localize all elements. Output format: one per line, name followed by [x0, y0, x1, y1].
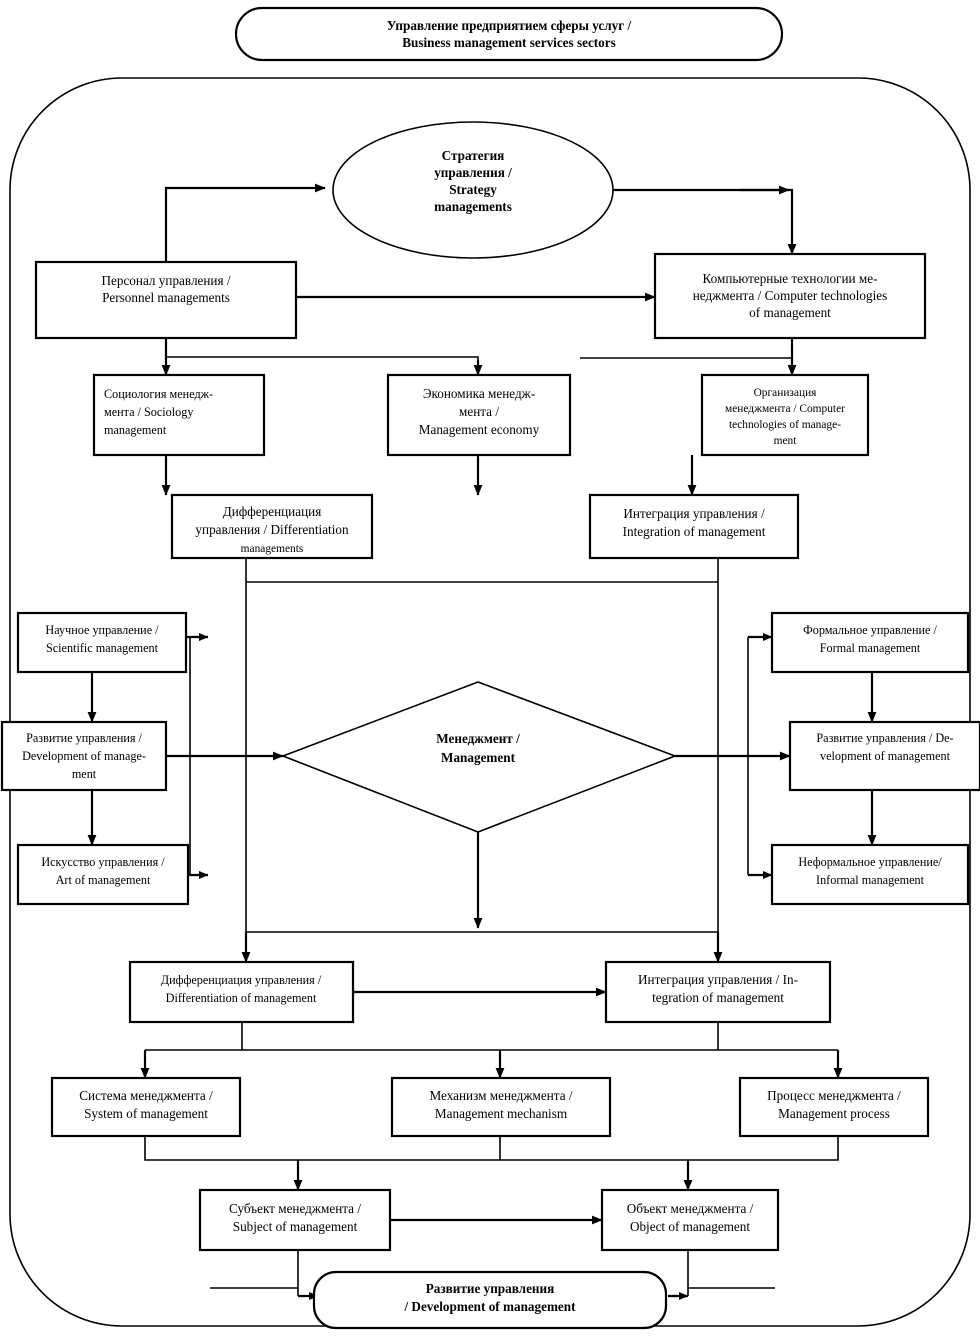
text-layer: Управление предприятием сферы услуг / Bu… — [22, 18, 954, 1314]
strategy-line2: управления / — [434, 165, 512, 180]
differentiation-lower-box — [128, 960, 355, 1024]
computer-line2: неджмента / Computer technologies — [693, 288, 888, 303]
differentiation-upper-line3: managements — [241, 543, 304, 555]
sociology-box — [92, 373, 266, 457]
scientific-management-box — [16, 611, 188, 674]
development-right-line2: velopment of management — [820, 749, 951, 763]
strategy-line3: Strategy — [449, 182, 497, 197]
mechanism-line1: Механизм менеджмента / — [429, 1088, 572, 1103]
title-line2: Business management services sectors — [402, 35, 616, 50]
personnel-line1: Персонал управления / — [101, 273, 230, 288]
art-of-management-box — [16, 843, 190, 906]
integration-upper-line2: Integration of management — [623, 524, 766, 539]
subject-line1: Субъект менеджмента / — [229, 1201, 361, 1216]
connector-layer — [87, 183, 877, 1300]
title-line1: Управление предприятием сферы услуг / — [387, 18, 632, 33]
bus-personnel-economy — [166, 356, 479, 375]
object-line1: Объект менеджмента / — [627, 1201, 754, 1216]
strategy-ellipse — [332, 121, 614, 259]
development-left-line2: Development of manage- — [22, 749, 146, 763]
differentiation-upper-line1: Дифференциация — [223, 504, 322, 519]
personnel-box — [34, 260, 298, 340]
subject-box — [198, 1188, 392, 1252]
integration-lower-box — [604, 960, 832, 1024]
organization-box — [700, 373, 870, 457]
system-line2: System of management — [84, 1106, 208, 1121]
sociology-line3: management — [104, 423, 167, 437]
object-box — [600, 1188, 780, 1252]
informal-line1: Неформальное управление/ — [798, 855, 942, 869]
organization-line2: менеджмента / Computer — [725, 403, 845, 415]
edge-personnel-to-strategy — [164, 183, 326, 262]
development-left-line3: ment — [72, 767, 97, 781]
economy-line1: Экономика менедж- — [423, 386, 535, 401]
economy-line3: Management economy — [419, 422, 540, 437]
system-box — [50, 1076, 242, 1138]
subject-line2: Subject of management — [233, 1219, 358, 1234]
development-right-box — [788, 720, 980, 792]
formal-line2: Formal management — [820, 641, 921, 655]
informal-management-box — [770, 843, 970, 906]
strategy-line1: Стратегия — [442, 148, 505, 163]
differentiation-upper-line2: управления / Differentiation — [195, 522, 349, 537]
mechanism-line2: Management mechanism — [435, 1106, 568, 1121]
development-left-box — [0, 720, 168, 792]
organization-line1: Организация — [754, 387, 818, 399]
personnel-line2: Personnel managements — [102, 290, 230, 305]
bus-system-row — [144, 1136, 839, 1161]
organization-line3: technologies of manage- — [729, 419, 841, 431]
computer-technologies-box — [653, 252, 927, 340]
economy-box — [386, 373, 572, 457]
bottom-development-box — [312, 1270, 668, 1330]
differentiation-lower-line1: Дифференциация управления / — [161, 973, 322, 987]
bottom-line2: / Development of management — [403, 1299, 576, 1314]
computer-line3: of management — [749, 305, 831, 320]
art-line1: Искусство управления / — [41, 855, 165, 869]
diamond-line2: Management — [441, 750, 516, 765]
development-right-line1: Развитие управления / De- — [816, 731, 953, 745]
integration-upper-box — [588, 493, 800, 560]
development-left-line1: Развитие управления / — [26, 731, 142, 745]
formal-line1: Формальное управление / — [803, 623, 937, 637]
integration-lower-line1: Интеграция управления / In- — [638, 972, 798, 987]
art-line2: Art of management — [56, 873, 151, 887]
differentiation-upper-box — [170, 493, 374, 560]
scientific-line2: Scientific management — [46, 641, 159, 655]
management-diamond — [280, 681, 678, 833]
process-line2: Management process — [778, 1106, 890, 1121]
scientific-line1: Научное управление / — [45, 623, 159, 637]
organization-line4: ment — [774, 435, 798, 447]
mechanism-box — [390, 1076, 612, 1138]
bottom-line1: Развитие управления — [426, 1281, 555, 1296]
process-box — [738, 1076, 930, 1138]
informal-line2: Informal management — [816, 873, 925, 887]
economy-line2: мента / — [459, 404, 499, 419]
differentiation-lower-line2: Differentiation of management — [166, 991, 317, 1005]
system-line1: Система менеджмента / — [79, 1088, 213, 1103]
object-line2: Object of management — [630, 1219, 750, 1234]
strategy-line4: managements — [434, 199, 512, 214]
title-box — [234, 6, 784, 62]
computer-line1: Компьютерные технологии ме- — [703, 271, 878, 286]
integration-lower-line2: tegration of management — [652, 990, 784, 1005]
bus-lower-diff — [241, 1022, 500, 1051]
diamond-line1: Менеджмент / — [436, 731, 520, 746]
sociology-line1: Социология менедж- — [104, 387, 213, 401]
process-line1: Процесс менеджмента / — [767, 1088, 901, 1103]
edge-strategy-to-computer — [612, 188, 797, 255]
integration-upper-line1: Интеграция управления / — [623, 506, 765, 521]
formal-management-box — [770, 611, 970, 674]
sociology-line2: мента / Sociology — [104, 405, 194, 419]
